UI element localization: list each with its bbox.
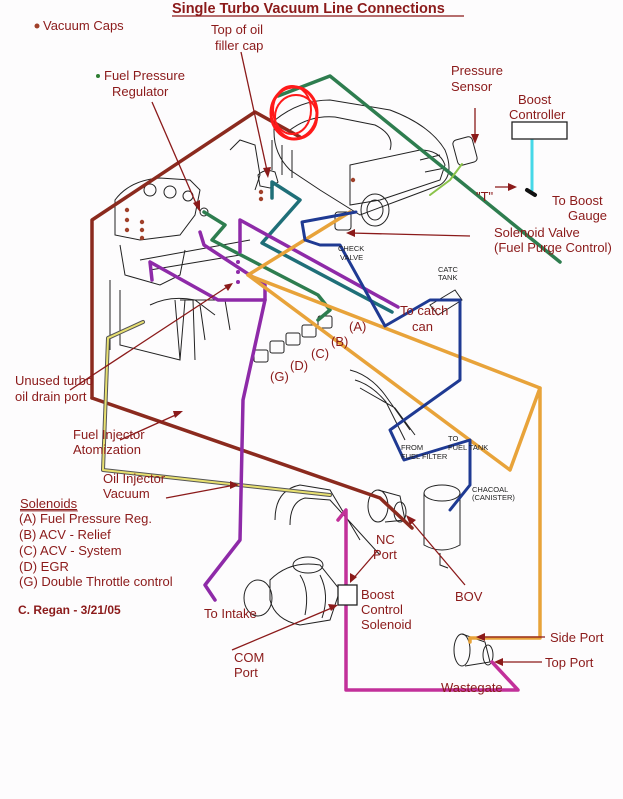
vacuum-hoses xyxy=(90,74,562,692)
solenoid-item: (G) Double Throttle control xyxy=(19,574,173,589)
label-solenoid-valve: Solenoid Valve xyxy=(494,225,580,240)
label-fuel-injector-atomization-2: Atomization xyxy=(73,442,141,457)
label-boost-controller-2: Controller xyxy=(509,107,566,122)
label-to-catch-can: To catch xyxy=(400,303,448,318)
label-tee: "T" xyxy=(476,189,494,204)
label-check-valve-2: VALVE xyxy=(340,253,363,262)
label-to-fuel-tank-2: FUEL TANK xyxy=(448,443,488,452)
solenoid-item: (B) ACV - Relief xyxy=(19,527,111,542)
label-boost-controller: Boost xyxy=(518,92,552,107)
label-oil-injector-vacuum: Oil Injector xyxy=(103,471,166,486)
arrowheads xyxy=(173,134,517,666)
hose-purple-catch xyxy=(238,218,400,309)
oil-filler-highlight xyxy=(269,85,319,141)
label-wastegate: Wastegate xyxy=(441,680,503,695)
boost-controller-box xyxy=(511,121,568,140)
solenoid-item: (C) ACV - System xyxy=(19,543,122,558)
label-unused-drain: Unused turbo xyxy=(15,373,93,388)
label-to-intake: To Intake xyxy=(204,606,257,621)
credit: C. Regan - 3/21/05 xyxy=(18,603,121,617)
label-to-fuel-tank: TO xyxy=(448,434,458,443)
label-solenoid-b: (B) xyxy=(331,334,348,349)
diagram-title: Single Turbo Vacuum Line Connections xyxy=(172,1,445,17)
label-nc-port: NC xyxy=(376,532,395,547)
solenoids-heading: Solenoids xyxy=(20,496,78,511)
label-bov: BOV xyxy=(455,589,483,604)
tee-fitting xyxy=(525,188,537,197)
diagram-labels: Top of oil filler cap Pressure Sensor Bo… xyxy=(15,22,612,695)
legend-vacuum-caps: Vacuum Caps xyxy=(43,18,124,33)
label-solenoid-valve-2: (Fuel Purge Control) xyxy=(494,240,612,255)
label-catch-tank: CATC xyxy=(438,265,458,274)
solenoid-item: (A) Fuel Pressure Reg. xyxy=(19,511,152,526)
hose-green-top xyxy=(276,74,562,264)
label-oil-injector-vacuum-2: Vacuum xyxy=(103,486,150,501)
label-top-port: Top Port xyxy=(545,655,594,670)
solenoid-item: (D) EGR xyxy=(19,559,69,574)
boost-control-solenoid-box xyxy=(337,584,358,606)
label-com-port: COM xyxy=(234,650,264,665)
label-to-boost-gauge-2: Gauge xyxy=(568,208,607,223)
hose-green-fpr xyxy=(202,210,332,322)
hose-purple-loop xyxy=(148,230,267,302)
label-pressure-sensor-2: Sensor xyxy=(451,79,493,94)
label-to-boost-gauge: To Boost xyxy=(552,193,603,208)
label-pressure-sensor: Pressure xyxy=(451,63,503,78)
label-unused-drain-2: oil drain port xyxy=(15,389,87,404)
label-check-valve: CHECK xyxy=(338,244,364,253)
solenoids-legend: Solenoids (A) Fuel Pressure Reg. (B) ACV… xyxy=(19,496,173,589)
label-solenoid-d: (D) xyxy=(290,358,308,373)
hose-orange-up xyxy=(246,273,542,390)
hose-navy xyxy=(300,210,472,512)
label-oil-filler-cap-2: filler cap xyxy=(215,38,263,53)
label-oil-filler-cap: Top of oil xyxy=(211,22,263,37)
label-from-fuel-filter: FROM xyxy=(401,443,423,452)
label-boost-control-solenoid-2: Control xyxy=(361,602,403,617)
label-charcoal-canister-2: (CANISTER) xyxy=(472,493,515,502)
label-boost-control-solenoid: Boost xyxy=(361,587,395,602)
label-charcoal-canister: CHACOAL xyxy=(472,485,508,494)
hose-brown-lower xyxy=(90,396,414,530)
label-boost-control-solenoid-3: Solenoid xyxy=(361,617,412,632)
legend-fuel-pressure-regulator: Fuel Pressure xyxy=(104,68,185,83)
label-solenoid-a: (A) xyxy=(349,319,366,334)
label-side-port: Side Port xyxy=(550,630,604,645)
label-nc-port-2: Port xyxy=(373,547,397,562)
label-to-catch-can-2: can xyxy=(412,319,433,334)
hose-purple-intake xyxy=(203,298,267,602)
label-catch-tank-2: TANK xyxy=(438,273,457,282)
fuel-pressure-regulator-bullet-icon xyxy=(96,74,100,78)
label-from-fuel-filter-2: FUEL FILTER xyxy=(401,452,448,461)
label-solenoid-g: (G) xyxy=(270,369,289,384)
hose-teal xyxy=(260,180,394,314)
callout-arrows xyxy=(69,51,545,663)
label-com-port-2: Port xyxy=(234,665,258,680)
hose-magenta xyxy=(336,508,520,692)
label-fuel-injector-atomization: Fuel Injector xyxy=(73,427,145,442)
legend-fuel-pressure-regulator-line2: Regulator xyxy=(112,84,169,99)
vacuum-caps-bullet-icon xyxy=(34,23,40,29)
label-solenoid-c: (C) xyxy=(311,346,329,361)
